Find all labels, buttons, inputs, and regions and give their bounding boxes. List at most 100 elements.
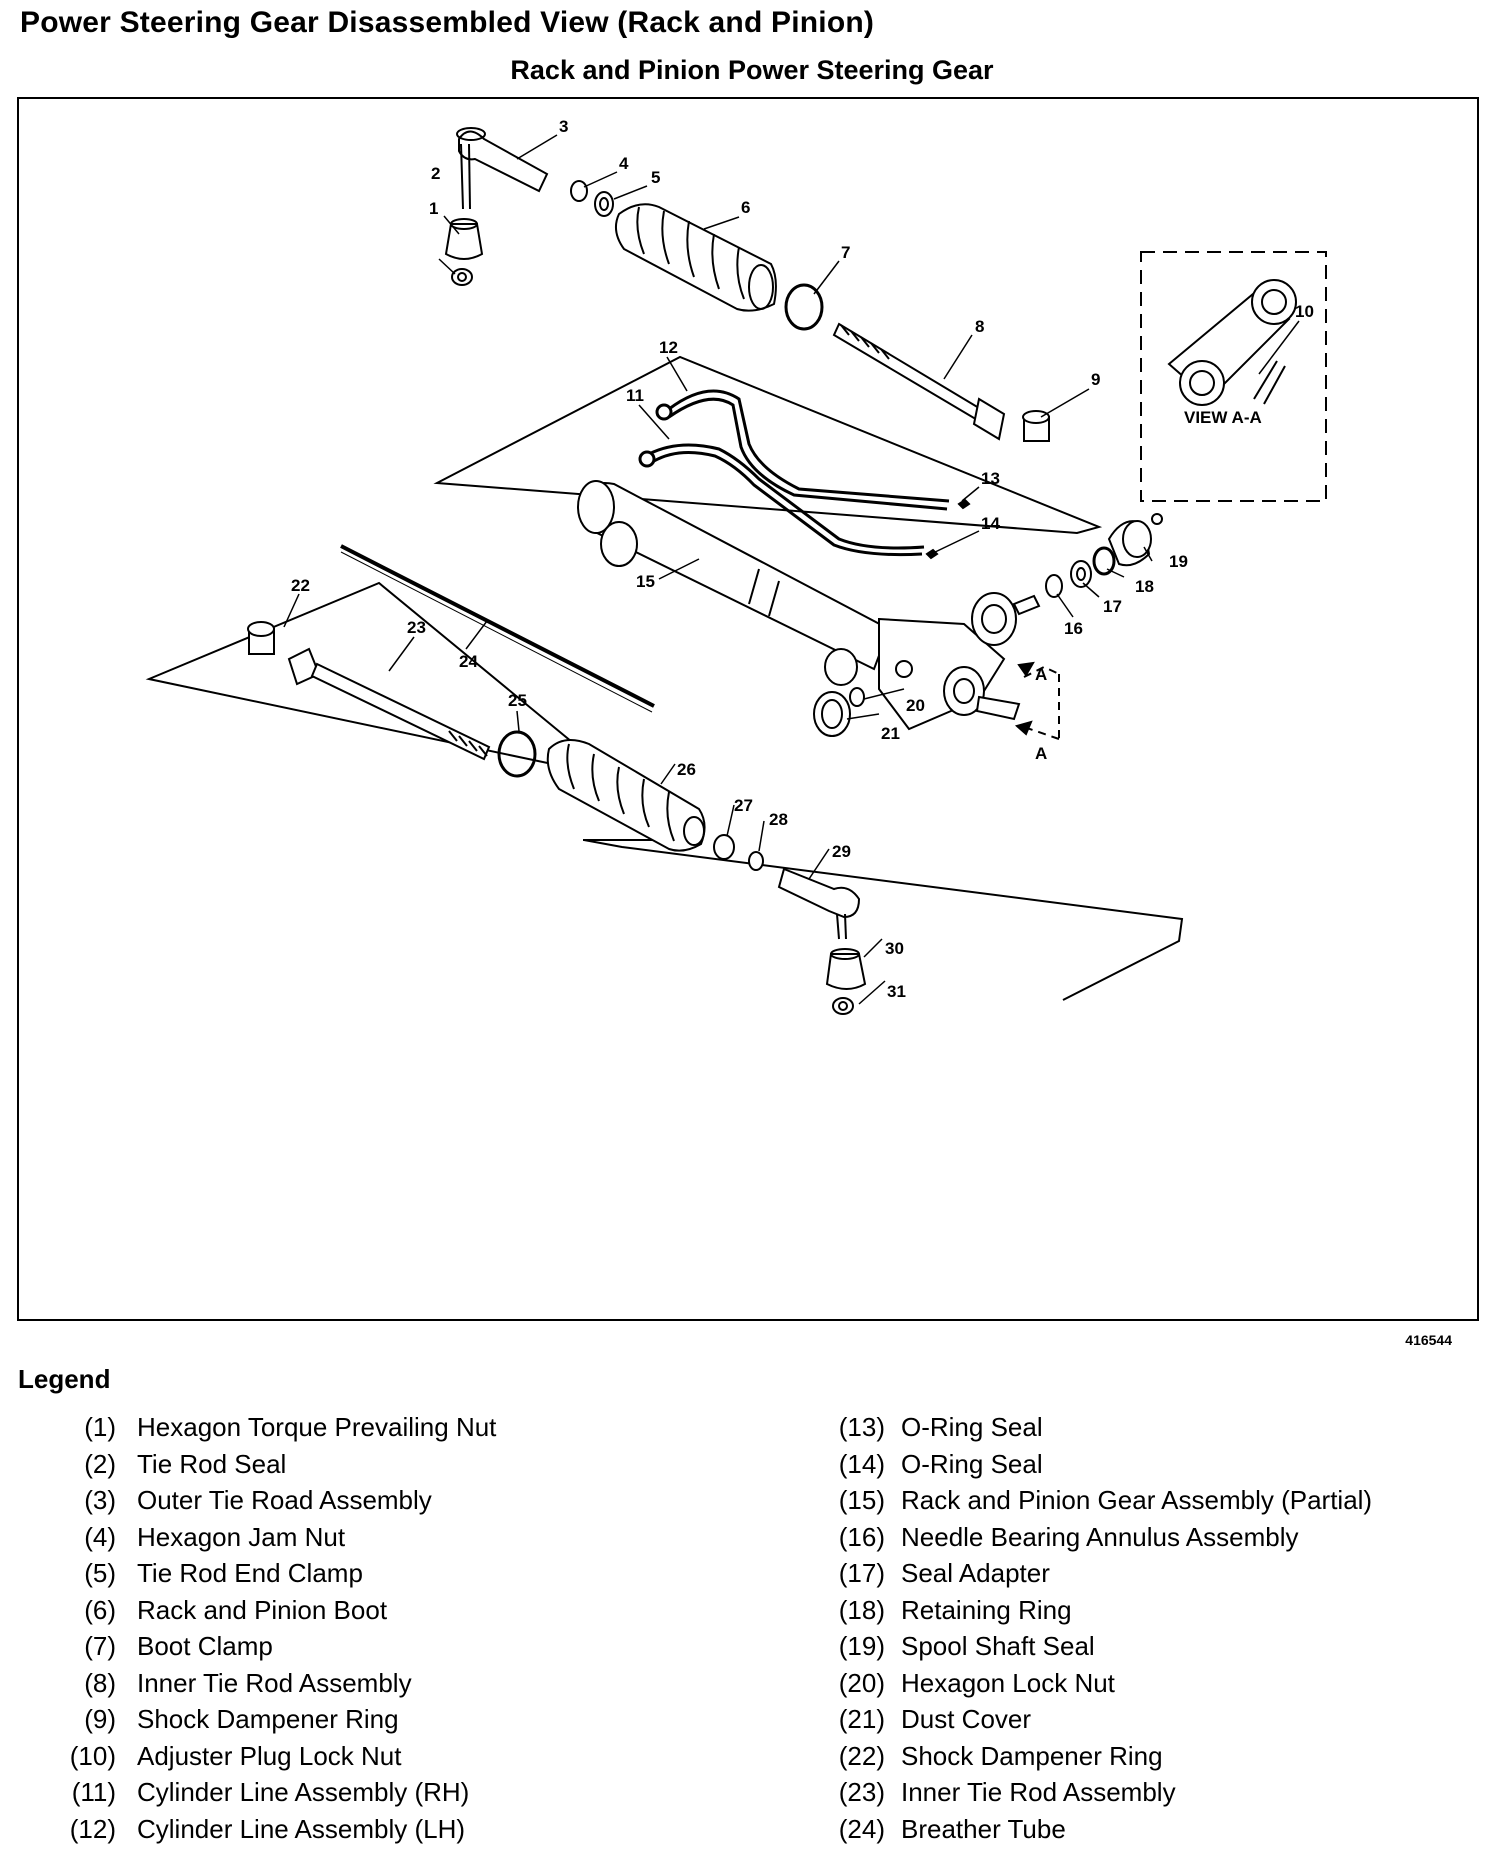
legend-description: Tie Rod End Clamp [137,1558,363,1588]
legend-number: (15) [838,1485,885,1515]
part-6-boot [614,203,777,312]
part-16-needle-bearing [1045,574,1063,598]
part-26-boot [546,739,706,852]
leader-lines [283,134,1300,1005]
part-31-nut [832,997,854,1015]
section-marker-top: A [1035,665,1047,684]
legend-description: Tie Rod Seal [137,1448,287,1479]
part-29-outer-tie-rod [777,867,861,940]
callout-17: 17 [1103,597,1122,616]
legend-number: (19) [838,1631,885,1661]
legend-number: (14) [838,1448,885,1479]
legend-number: (11) [71,1777,116,1807]
lines-breakout-outline [433,355,1103,535]
callout-24: 24 [459,652,478,671]
legend-number: (5) [84,1558,116,1588]
legend-title: Legend [18,1364,111,1394]
section-a-arrows [1014,661,1060,740]
part-18-retaining-ring [1092,546,1116,576]
view-a-a-label: VIEW A-A [1184,408,1262,427]
legend-number: (8) [84,1667,116,1698]
legend-number: (16) [838,1521,885,1552]
legend-number: (3) [84,1485,116,1515]
legend-number: (21) [838,1704,885,1734]
callout-28: 28 [769,810,788,829]
legend-description: Shock Dampener Ring [137,1704,399,1734]
legend-description: Hexagon Jam Nut [137,1521,346,1552]
legend-number: (20) [838,1667,885,1698]
legend-number: (4) [84,1521,116,1552]
callout-20: 20 [906,696,925,715]
legend-description: Rack and Pinion Gear Assembly (Partial) [901,1485,1373,1515]
callout-30: 30 [885,939,904,958]
legend-description: Inner Tie Rod Assembly [137,1667,412,1698]
callout-8: 8 [975,317,984,336]
callout-7: 7 [841,243,850,262]
callout-4: 4 [619,154,629,173]
legend-number: (23) [838,1777,885,1807]
legend-description: Inner Tie Rod Assembly [901,1777,1176,1807]
callout-31: 31 [887,982,906,1001]
part-22-shock-ring [247,621,275,655]
legend-description: Adjuster Plug Lock Nut [137,1740,402,1771]
legend-number: (10) [69,1740,116,1771]
legend-description: Spool Shaft Seal [901,1631,1095,1661]
legend-description: Outer Tie Road Assembly [137,1485,432,1515]
legend-number: (6) [84,1594,116,1625]
legend-number: (1) [84,1412,116,1442]
legend-description: Cylinder Line Assembly (RH) [137,1777,470,1807]
part-28-jam-nut [748,851,764,871]
legend-description: Retaining Ring [901,1594,1072,1625]
callout-16: 16 [1064,619,1083,638]
part-17-seal-adapter [1070,560,1092,588]
legend-number: (17) [838,1558,885,1588]
callout-21: 21 [881,724,900,743]
callout-25: 25 [508,691,527,710]
callout-15: 15 [636,572,655,591]
page-subtitle: Rack and Pinion Power Steering Gear [510,55,994,85]
legend-description: Breather Tube [901,1813,1066,1844]
part-9-shock-ring [1022,410,1050,442]
callout-6: 6 [741,198,750,217]
legend-number: (13) [838,1412,885,1442]
legend-description: Seal Adapter [901,1558,1050,1588]
callout-14: 14 [981,514,1000,533]
part-3-outer-tie-rod [456,127,549,210]
legend-description: Shock Dampener Ring [901,1740,1163,1771]
part-8-inner-tie-rod [832,322,1006,441]
callout-10: 10 [1295,302,1314,321]
callout-22: 22 [291,576,310,595]
callout-29: 29 [832,842,851,861]
part-13-o-ring [957,498,971,510]
callout-labels: 1 2 3 4 5 6 7 8 9 10 11 12 13 14 15 16 1… [291,117,1314,1001]
section-marker-bottom: A [1035,744,1047,763]
callout-23: 23 [407,618,426,637]
part-12-cylinder-line-lh [655,389,950,511]
part-25-boot-clamp [497,730,537,778]
figure-number: 416544 [1405,1332,1452,1348]
view-a-a-box [1140,251,1327,502]
part-21-dust-cover [813,691,851,737]
legend-description: Dust Cover [901,1704,1032,1734]
legend-description: Needle Bearing Annulus Assembly [901,1521,1299,1552]
legend-number: (7) [84,1631,116,1661]
legend-number: (24) [838,1813,885,1844]
part-15-gear-assembly [577,480,1041,731]
part-7-boot-clamp [784,283,824,331]
legend-number: (22) [838,1740,885,1771]
callout-26: 26 [677,760,696,779]
diagram-frame: 1 2 3 4 5 6 7 8 9 10 11 12 13 14 15 16 1… [17,97,1479,1321]
part-4-jam-nut [570,180,588,202]
callout-11: 11 [626,386,644,405]
legend-description: Cylinder Line Assembly (LH) [137,1813,466,1844]
legend-description: O-Ring Seal [901,1448,1043,1479]
part-27-clamp [713,834,735,860]
callout-27: 27 [734,796,753,815]
part-11-cylinder-line-rh [638,443,925,557]
part-1-nut [451,268,473,286]
callout-2: 2 [431,164,440,183]
callout-9: 9 [1091,370,1100,389]
callout-3: 3 [559,117,568,136]
legend-number: (2) [84,1448,116,1479]
callout-12: 12 [659,338,678,357]
